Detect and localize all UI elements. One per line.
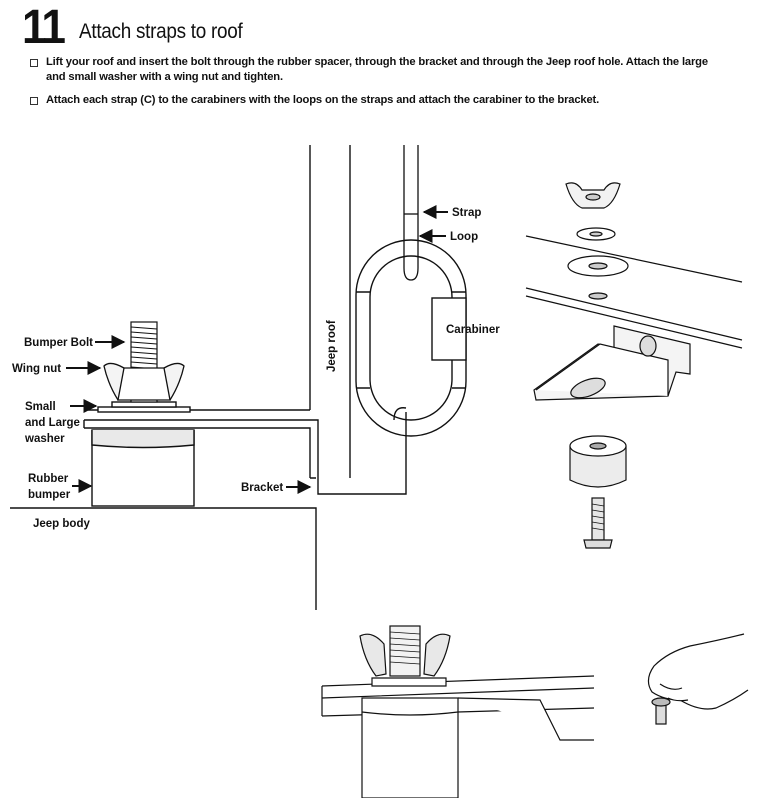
- step-number: 11: [22, 1, 66, 54]
- hand-detail-drawing: [647, 633, 749, 725]
- instruction-text: Attach each strap (C) to the carabiners …: [46, 94, 600, 106]
- label-rubber-bumper: bumper: [28, 489, 71, 501]
- strap-drawing: [403, 145, 419, 281]
- label-strap: Strap: [452, 207, 481, 219]
- instruction-list: Lift your roof and insert the bolt throu…: [30, 55, 730, 116]
- wing-nut-drawing: [103, 362, 185, 401]
- step-header: 11 Attach straps to roof: [22, 1, 260, 54]
- label-jeep-body: Jeep body: [33, 518, 90, 530]
- label-washer: Small: [25, 401, 56, 413]
- label-carabiner: Carabiner: [446, 324, 500, 336]
- instruction-text: Lift your roof and insert the bolt throu…: [46, 56, 708, 83]
- assembled-view-drawing: [321, 625, 595, 798]
- label-loop: Loop: [450, 231, 478, 243]
- callout-arrows: [66, 205, 448, 494]
- instruction-item: Attach each strap (C) to the carabiners …: [30, 93, 730, 108]
- label-wing-nut: Wing nut: [12, 363, 61, 375]
- cross-section-drawing: [10, 145, 407, 610]
- label-washer: and Large: [25, 417, 80, 429]
- instruction-item: Lift your roof and insert the bolt throu…: [30, 55, 730, 85]
- label-bumper-bolt: Bumper Bolt: [24, 337, 93, 349]
- square-bullet-icon: [30, 97, 38, 105]
- label-jeep-roof: Jeep roof: [326, 320, 338, 372]
- exploded-view-drawing: [525, 182, 743, 549]
- carabiner-drawing: [355, 239, 467, 437]
- label-washer: washer: [24, 433, 65, 445]
- label-rubber-bumper: Rubber: [28, 473, 69, 485]
- square-bullet-icon: [30, 59, 38, 67]
- label-bracket: Bracket: [241, 482, 283, 494]
- step-title: Attach straps to roof: [78, 20, 243, 43]
